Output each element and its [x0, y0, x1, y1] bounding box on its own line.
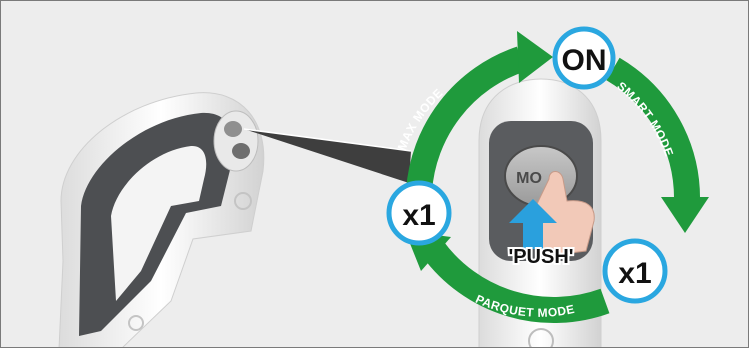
press-once-right-label: x1	[618, 257, 651, 290]
handle-button-housing	[213, 110, 259, 172]
arrow-on-to-smart	[606, 57, 701, 202]
press-once-badge-left: x1	[386, 180, 452, 246]
push-label: 'PUSH'	[508, 246, 573, 268]
finger	[530, 171, 595, 257]
zoom-callout	[244, 129, 411, 183]
on-badge-label: ON	[562, 44, 607, 77]
push-arrow-icon	[509, 199, 557, 249]
arrow-max-to-on	[406, 46, 526, 193]
press-once-badge-right: x1	[602, 238, 668, 304]
on-badge: ON	[552, 26, 616, 90]
handle-mode-button	[224, 121, 242, 137]
arrowhead-smart	[661, 197, 709, 233]
press-once-left-label: x1	[402, 199, 435, 232]
zoomed-control-panel: MO 'PUSH'	[478, 78, 602, 347]
arrowhead-on	[517, 31, 553, 83]
mode-cycle-arrows	[406, 46, 701, 324]
vacuum-handle	[58, 92, 265, 347]
button-caption: MO	[516, 170, 542, 187]
handle-power-button	[232, 143, 250, 159]
arrow-parquet-to-max	[422, 241, 610, 324]
